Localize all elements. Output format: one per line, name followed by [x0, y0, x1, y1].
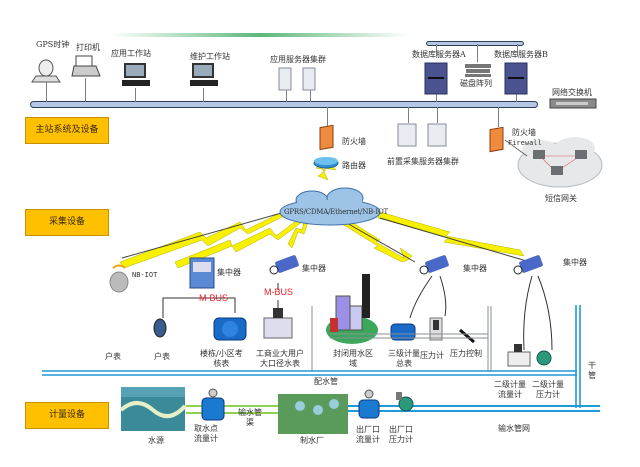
household-meter-icon: [153, 318, 167, 338]
disk-array-icon: [465, 64, 491, 77]
water-plant-image: [278, 394, 348, 434]
second-pressure-meter-icon: [536, 350, 552, 366]
section-metering: 计量设备: [25, 402, 109, 429]
concentrator-icon-3: [419, 255, 449, 275]
label-mbus-1: M-BUS: [199, 293, 228, 303]
building-meter-icon: [213, 317, 247, 341]
communication-cloud: [279, 187, 381, 226]
label-firewall-right: 防火墙: [512, 128, 536, 137]
label-mbus-2: M-BUS: [264, 287, 293, 297]
mbus-wiring: [162, 275, 553, 351]
label-disk-array: 磁盘阵列: [460, 79, 492, 88]
label-firewall-right-en: Firewall: [508, 139, 542, 147]
db-server-b-icon: [504, 62, 528, 95]
label-router: 路由器: [342, 161, 366, 170]
label-nb-iot: NB-IOT: [132, 271, 158, 279]
label-trunk-pipe: 干管: [588, 361, 596, 380]
label-concentrator-4: 集中器: [563, 258, 587, 267]
label-db-server-b: 数据库服务器B: [494, 50, 548, 59]
concentrator-icon-4: [513, 255, 543, 275]
label-outlet-pressure-meter: 出厂口压力计: [389, 425, 413, 444]
label-concentrator-1: 集中器: [217, 268, 241, 277]
label-firewall-left: 防火墙: [342, 137, 366, 146]
concentrator-icon-2: [269, 255, 299, 275]
outlet-flow-meter-icon: [358, 389, 380, 419]
transmission-channel-pipe: [186, 405, 278, 414]
section-collection: 采集设备: [25, 209, 109, 236]
label-frontend-cluster: 前置采集服务器集群: [387, 157, 459, 166]
main-network-bus: [30, 101, 538, 108]
label-concentrator-2: 集中器: [302, 264, 326, 273]
trunk-pipe: [575, 305, 581, 408]
label-closed-area: 封闭用水区域: [333, 349, 373, 368]
pressure-gauge-icon: [429, 317, 443, 341]
label-transmission-network: 输水管网: [498, 424, 530, 433]
printer-icon: [71, 55, 101, 77]
sms-gateway-cloud: [504, 137, 603, 188]
water-source-image: [119, 387, 187, 431]
network-switch-icon: [549, 98, 597, 109]
transmission-network-pipe: [348, 405, 600, 412]
label-app-server-cluster: 应用服务器集群: [270, 55, 326, 64]
label-network-switch: 网络交换机: [552, 88, 592, 97]
workstation-icon-maint: [190, 63, 218, 86]
label-pressure-gauge: 压力计: [420, 351, 444, 360]
label-concentrator-3: 集中器: [463, 264, 487, 273]
label-building-meter: 楼栋/小区考核表: [200, 349, 243, 368]
nb-iot-meter-icon: [109, 264, 129, 293]
label-transmission-channel: 输水管渠: [238, 408, 262, 427]
label-intake-flow-meter: 取水点流量计: [194, 424, 218, 443]
label-distribution-pipe: 配水管: [314, 377, 338, 386]
label-second-pressure-meter: 二级计量压力计: [532, 380, 564, 399]
db-server-a-icon: [424, 62, 448, 95]
closed-area-icon: [326, 274, 378, 344]
label-printer: 打印机: [76, 43, 100, 52]
label-outlet-flow-meter: 出厂口流量计: [356, 425, 380, 444]
third-level-meter-icon: [390, 323, 416, 341]
label-household-meter-2: 户表: [154, 352, 170, 361]
distribution-pipe: [42, 370, 577, 376]
gps-clock-icon: [31, 59, 61, 83]
section-master-station: 主站系统及设备: [25, 117, 109, 144]
label-sms-gateway: 短信网关: [545, 194, 577, 203]
pressure-control-icon: [459, 328, 475, 344]
label-pressure-control: 压力控制: [450, 349, 482, 358]
grey-pipes: [311, 306, 492, 372]
firewall-icon-left: [319, 124, 334, 151]
label-second-flow-meter: 二级计量流量计: [494, 380, 526, 399]
frontend-server-icon: [397, 123, 447, 147]
label-household-meter-1: 户表: [105, 352, 121, 361]
database-bus: [426, 41, 524, 46]
intake-flow-meter-icon: [201, 388, 225, 421]
label-water-source: 水源: [148, 436, 164, 445]
header-gradient-line: [110, 33, 410, 37]
outlet-pressure-meter-icon: [396, 392, 414, 412]
label-db-server-a: 数据库服务器A: [412, 50, 466, 59]
firewall-icon-right: [489, 126, 504, 153]
label-gps-clock: GPS时钟: [36, 40, 70, 49]
second-flow-meter-icon: [507, 344, 531, 367]
label-app-workstation: 应用工作站: [111, 49, 151, 58]
label-industrial-meter: 工商业大用户大口径水表: [256, 349, 304, 368]
workstation-icon-app: [122, 63, 150, 86]
concentrator-icon-1: [189, 257, 215, 289]
router-icon: [313, 157, 339, 169]
label-network-cloud: GPRS/CDMA/Ethernet/NB-IOT: [284, 208, 388, 216]
label-maint-workstation: 维护工作站: [190, 52, 230, 61]
industrial-meter-icon: [263, 308, 293, 339]
label-third-level-meter: 三级计量总表: [388, 349, 420, 368]
app-server-icon: [278, 67, 316, 91]
label-water-plant: 制水厂: [300, 436, 324, 445]
